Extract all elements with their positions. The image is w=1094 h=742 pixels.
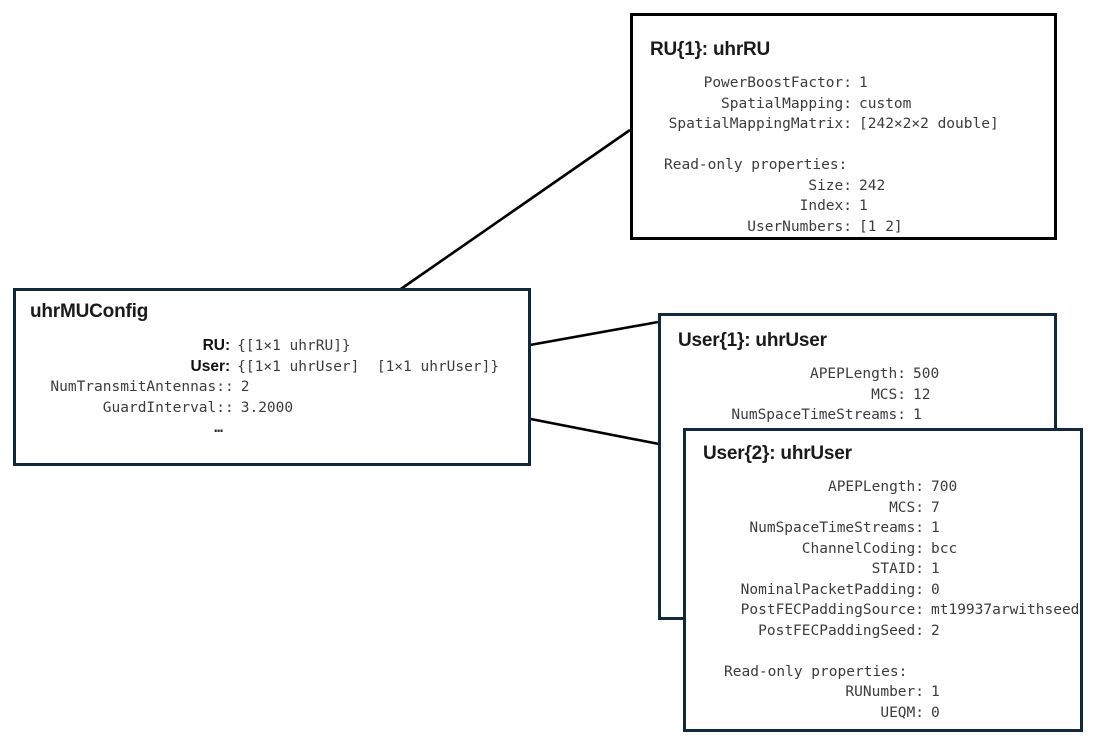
property-value: [242×2×2 double] bbox=[859, 116, 999, 132]
property-value: 12 bbox=[913, 386, 931, 403]
property-value: 1 bbox=[931, 561, 940, 577]
property-name: RUNumber: bbox=[845, 684, 924, 700]
property-row: UEQM: 0 bbox=[696, 703, 1079, 724]
property-value: 0 bbox=[931, 581, 940, 598]
property-name: ChannelCoding: bbox=[801, 540, 924, 557]
property-row: SpatialMapping: custom bbox=[650, 94, 999, 115]
ru1-properties: PowerBoostFactor: 1 SpatialMapping: custom… bbox=[650, 73, 999, 237]
property-value: 1 bbox=[859, 198, 868, 214]
muconfig-ru-label[interactable]: RU bbox=[202, 337, 225, 354]
ru1-box[interactable]: RU{1}: uhrRU PowerBoostFactor: 1 SpatialM… bbox=[630, 13, 1057, 240]
muconfig-properties: RU:{[1×1 uhrRU]} User:{[1×1 uhrUser] [1×… bbox=[20, 336, 499, 439]
property-row: APEPLength: 700 bbox=[696, 477, 1079, 498]
property-name: SpatialMapping: bbox=[721, 95, 852, 112]
property-name: GuardInterval: bbox=[102, 399, 225, 416]
property-row: UserNumbers: [1 2] bbox=[650, 217, 999, 238]
property-row-ellipsis: … bbox=[20, 418, 499, 439]
property-row-ru: RU: {[1×1 uhrRU]} bbox=[20, 336, 499, 357]
colon: : bbox=[225, 337, 231, 354]
property-value: 1 bbox=[931, 684, 940, 700]
property-value: 2 bbox=[240, 379, 250, 395]
user2-title: User{2}: uhrUser bbox=[703, 443, 852, 464]
property-row: RUNumber: 1 bbox=[696, 682, 1079, 703]
property-value: 7 bbox=[931, 499, 940, 516]
colon: : bbox=[225, 399, 234, 416]
property-value: 242 bbox=[859, 177, 886, 194]
property-row: NominalPacketPadding: 0 bbox=[696, 580, 1079, 601]
muconfig-ru-value: {[1×1 uhrRU]} bbox=[237, 338, 351, 354]
property-value: [1 2] bbox=[859, 218, 903, 235]
property-name: Size: bbox=[808, 177, 852, 194]
user2-properties: APEPLength: 700 MCS: 7 NumSpaceTimeStreams… bbox=[696, 477, 1079, 723]
property-name: NumSpaceTimeStreams: bbox=[749, 520, 924, 536]
muconfig-user-value: {[1×1 uhrUser] [1×1 uhrUser]} bbox=[237, 358, 500, 375]
property-value: custom bbox=[859, 95, 912, 112]
muconfig-title: uhrMUConfig bbox=[30, 301, 149, 322]
property-row: APEPLength: 500 bbox=[678, 364, 939, 385]
property-name: NumSpaceTimeStreams: bbox=[731, 407, 906, 423]
property-value: 2 bbox=[931, 622, 940, 639]
property-name: NominalPacketPadding: bbox=[740, 581, 924, 598]
property-row: ChannelCoding: bcc bbox=[696, 539, 1079, 560]
spacer bbox=[650, 135, 999, 156]
colon: : bbox=[225, 379, 234, 395]
property-row-user: User: {[1×1 uhrUser] [1×1 uhrUser]} bbox=[20, 357, 500, 378]
property-row: STAID: 1 bbox=[696, 559, 1079, 580]
ru1-readonly-header: Read-only properties: bbox=[664, 157, 848, 173]
user1-title: User{1}: uhrUser bbox=[678, 330, 827, 351]
colon: : bbox=[225, 357, 231, 375]
property-value: mt19937arwithseed bbox=[931, 602, 1080, 618]
user2-box[interactable]: User{2}: uhrUser APEPLength: 700 MCS: 7 Nu… bbox=[683, 428, 1083, 732]
ru1-title: RU{1}: uhrRU bbox=[650, 39, 771, 60]
property-name: SpatialMappingMatrix: bbox=[668, 116, 852, 132]
property-row: MCS: 12 bbox=[678, 385, 939, 406]
property-value: 1 bbox=[931, 520, 940, 536]
property-value: 3.2000 bbox=[240, 399, 294, 416]
property-row: PostFECPaddingSeed: 2 bbox=[696, 621, 1079, 642]
property-name: MCS: bbox=[889, 499, 924, 516]
muconfig-ellipsis: … bbox=[214, 420, 225, 436]
property-name: UserNumbers: bbox=[747, 218, 852, 235]
property-name: PostFECPaddingSeed: bbox=[758, 622, 924, 639]
property-name: PostFECPaddingSource: bbox=[740, 602, 924, 618]
property-row: PostFECPaddingSource: mt19937arwithseed bbox=[696, 600, 1080, 621]
user2-readonly-header: Read-only properties: bbox=[724, 663, 908, 680]
property-name: STAID: bbox=[871, 561, 924, 577]
property-value: 1 bbox=[913, 407, 922, 423]
property-row: PowerBoostFactor: 1 bbox=[650, 73, 999, 94]
property-row: GuardInterval::3.2000 bbox=[20, 398, 499, 419]
property-name: PowerBoostFactor: bbox=[703, 75, 852, 91]
property-name: APEPLength: bbox=[809, 366, 906, 382]
property-row: NumSpaceTimeStreams: 1 bbox=[678, 405, 939, 426]
spacer bbox=[696, 641, 1079, 662]
muconfig-user-label[interactable]: User bbox=[190, 357, 225, 375]
property-row: NumTransmitAntennas::2 bbox=[20, 377, 499, 398]
property-value: 1 bbox=[859, 75, 868, 91]
user1-properties: APEPLength: 500 MCS: 12 NumSpaceTimeStream… bbox=[678, 364, 939, 426]
property-name: UEQM: bbox=[880, 704, 924, 721]
property-value: bcc bbox=[931, 540, 958, 557]
property-row: Index: 1 bbox=[650, 196, 999, 217]
property-name: NumTransmitAntennas: bbox=[50, 379, 225, 395]
property-row: NumSpaceTimeStreams: 1 bbox=[696, 518, 1079, 539]
property-name: APEPLength: bbox=[827, 479, 924, 495]
property-value: 700 bbox=[931, 479, 958, 495]
property-value: 500 bbox=[913, 366, 940, 382]
muconfig-box[interactable]: uhrMUConfig RU:{[1×1 uhrRU]} User:{[1×1 … bbox=[13, 288, 531, 466]
property-row: Size: 242 bbox=[650, 176, 999, 197]
property-row: SpatialMappingMatrix: [242×2×2 double] bbox=[650, 114, 999, 135]
property-value: 0 bbox=[931, 704, 940, 721]
property-name: Index: bbox=[799, 198, 852, 214]
property-name: MCS: bbox=[871, 386, 906, 403]
property-row: MCS: 7 bbox=[696, 498, 1079, 519]
